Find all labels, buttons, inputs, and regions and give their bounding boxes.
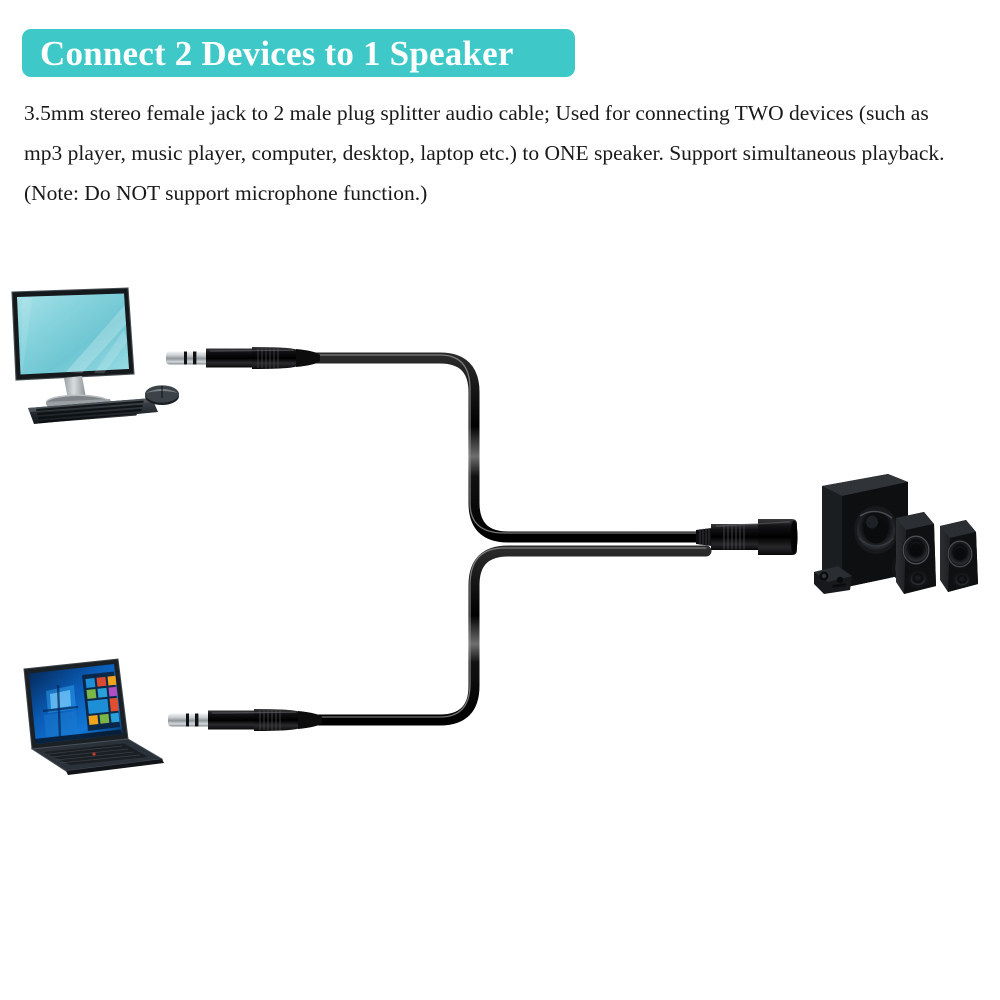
laptop-computer-image xyxy=(23,658,164,775)
description-line-3: (Note: Do NOT support microphone functio… xyxy=(24,181,428,205)
start-menu-panel xyxy=(82,671,120,731)
desktop-computer-image xyxy=(11,287,179,424)
speaker-system-image xyxy=(814,474,978,594)
control-pod xyxy=(814,566,852,594)
mouse xyxy=(145,385,179,405)
description-line-2: mp3 player, music player, computer, desk… xyxy=(24,141,945,165)
satellite-speaker-left xyxy=(896,512,936,594)
female-jack xyxy=(696,519,798,555)
subwoofer xyxy=(822,474,916,588)
laptop-lid xyxy=(23,658,129,750)
male-plug-bottom xyxy=(168,709,322,731)
satellite-speaker-right xyxy=(940,520,978,592)
monitor xyxy=(11,287,135,381)
description-block: 3.5mm stereo female jack to 2 male plug … xyxy=(24,93,980,213)
header-banner: Connect 2 Devices to 1 Speaker xyxy=(22,29,575,77)
keyboard xyxy=(28,398,158,424)
description-line-1: 3.5mm stereo female jack to 2 male plug … xyxy=(24,101,929,125)
page-title: Connect 2 Devices to 1 Speaker xyxy=(40,33,514,73)
male-plug-top xyxy=(166,347,320,369)
laptop-base xyxy=(30,738,164,775)
